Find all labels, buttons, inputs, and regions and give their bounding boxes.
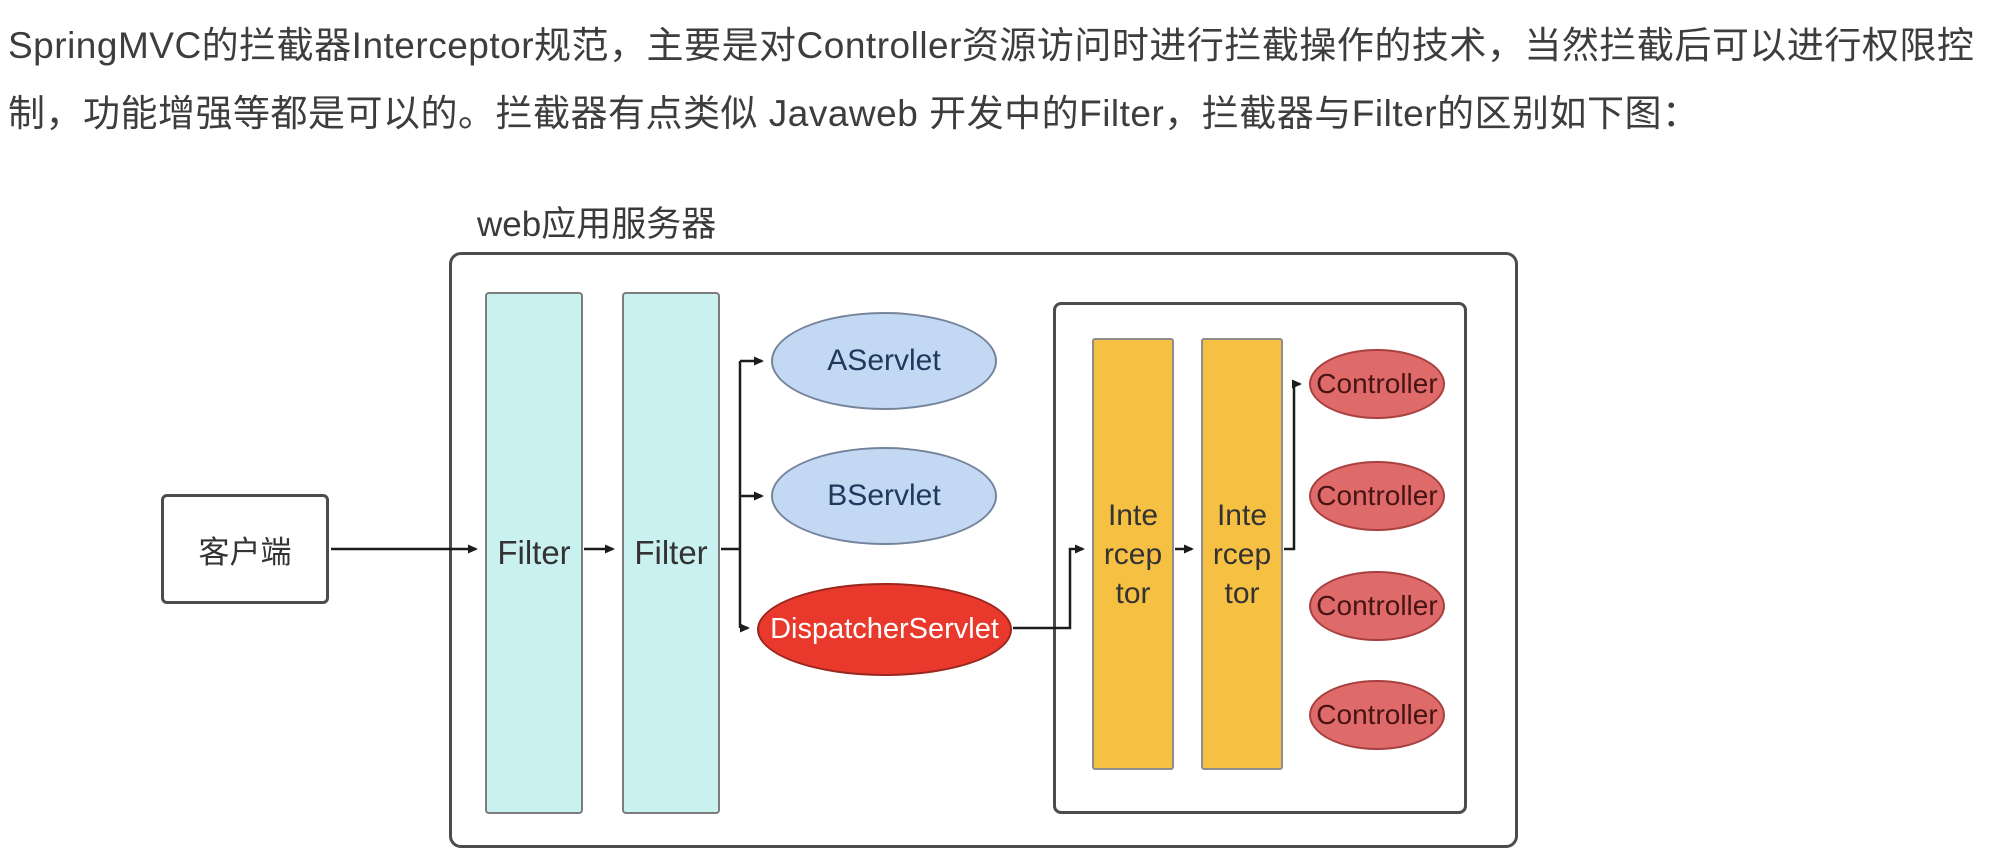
controller-node-1: Controller [1309, 349, 1445, 419]
controller-node-4: Controller [1309, 680, 1445, 750]
aservlet-node: AServlet [771, 312, 997, 410]
bservlet-node: BServlet [771, 447, 997, 545]
interceptor-node-1: Inte rcep tor [1092, 338, 1174, 770]
client-node: 客户端 [161, 494, 329, 604]
controller-node-2: Controller [1309, 461, 1445, 531]
dispatcher-servlet-node: DispatcherServlet [757, 583, 1012, 676]
filter-node-2: Filter [622, 292, 720, 814]
intro-paragraph: SpringMVC的拦截器Interceptor规范，主要是对Controlle… [8, 25, 1975, 135]
filter-node-1: Filter [485, 292, 583, 814]
interceptor-node-2: Inte rcep tor [1201, 338, 1283, 770]
server-box-label: web应用服务器 [477, 205, 717, 244]
controller-node-3: Controller [1309, 571, 1445, 641]
